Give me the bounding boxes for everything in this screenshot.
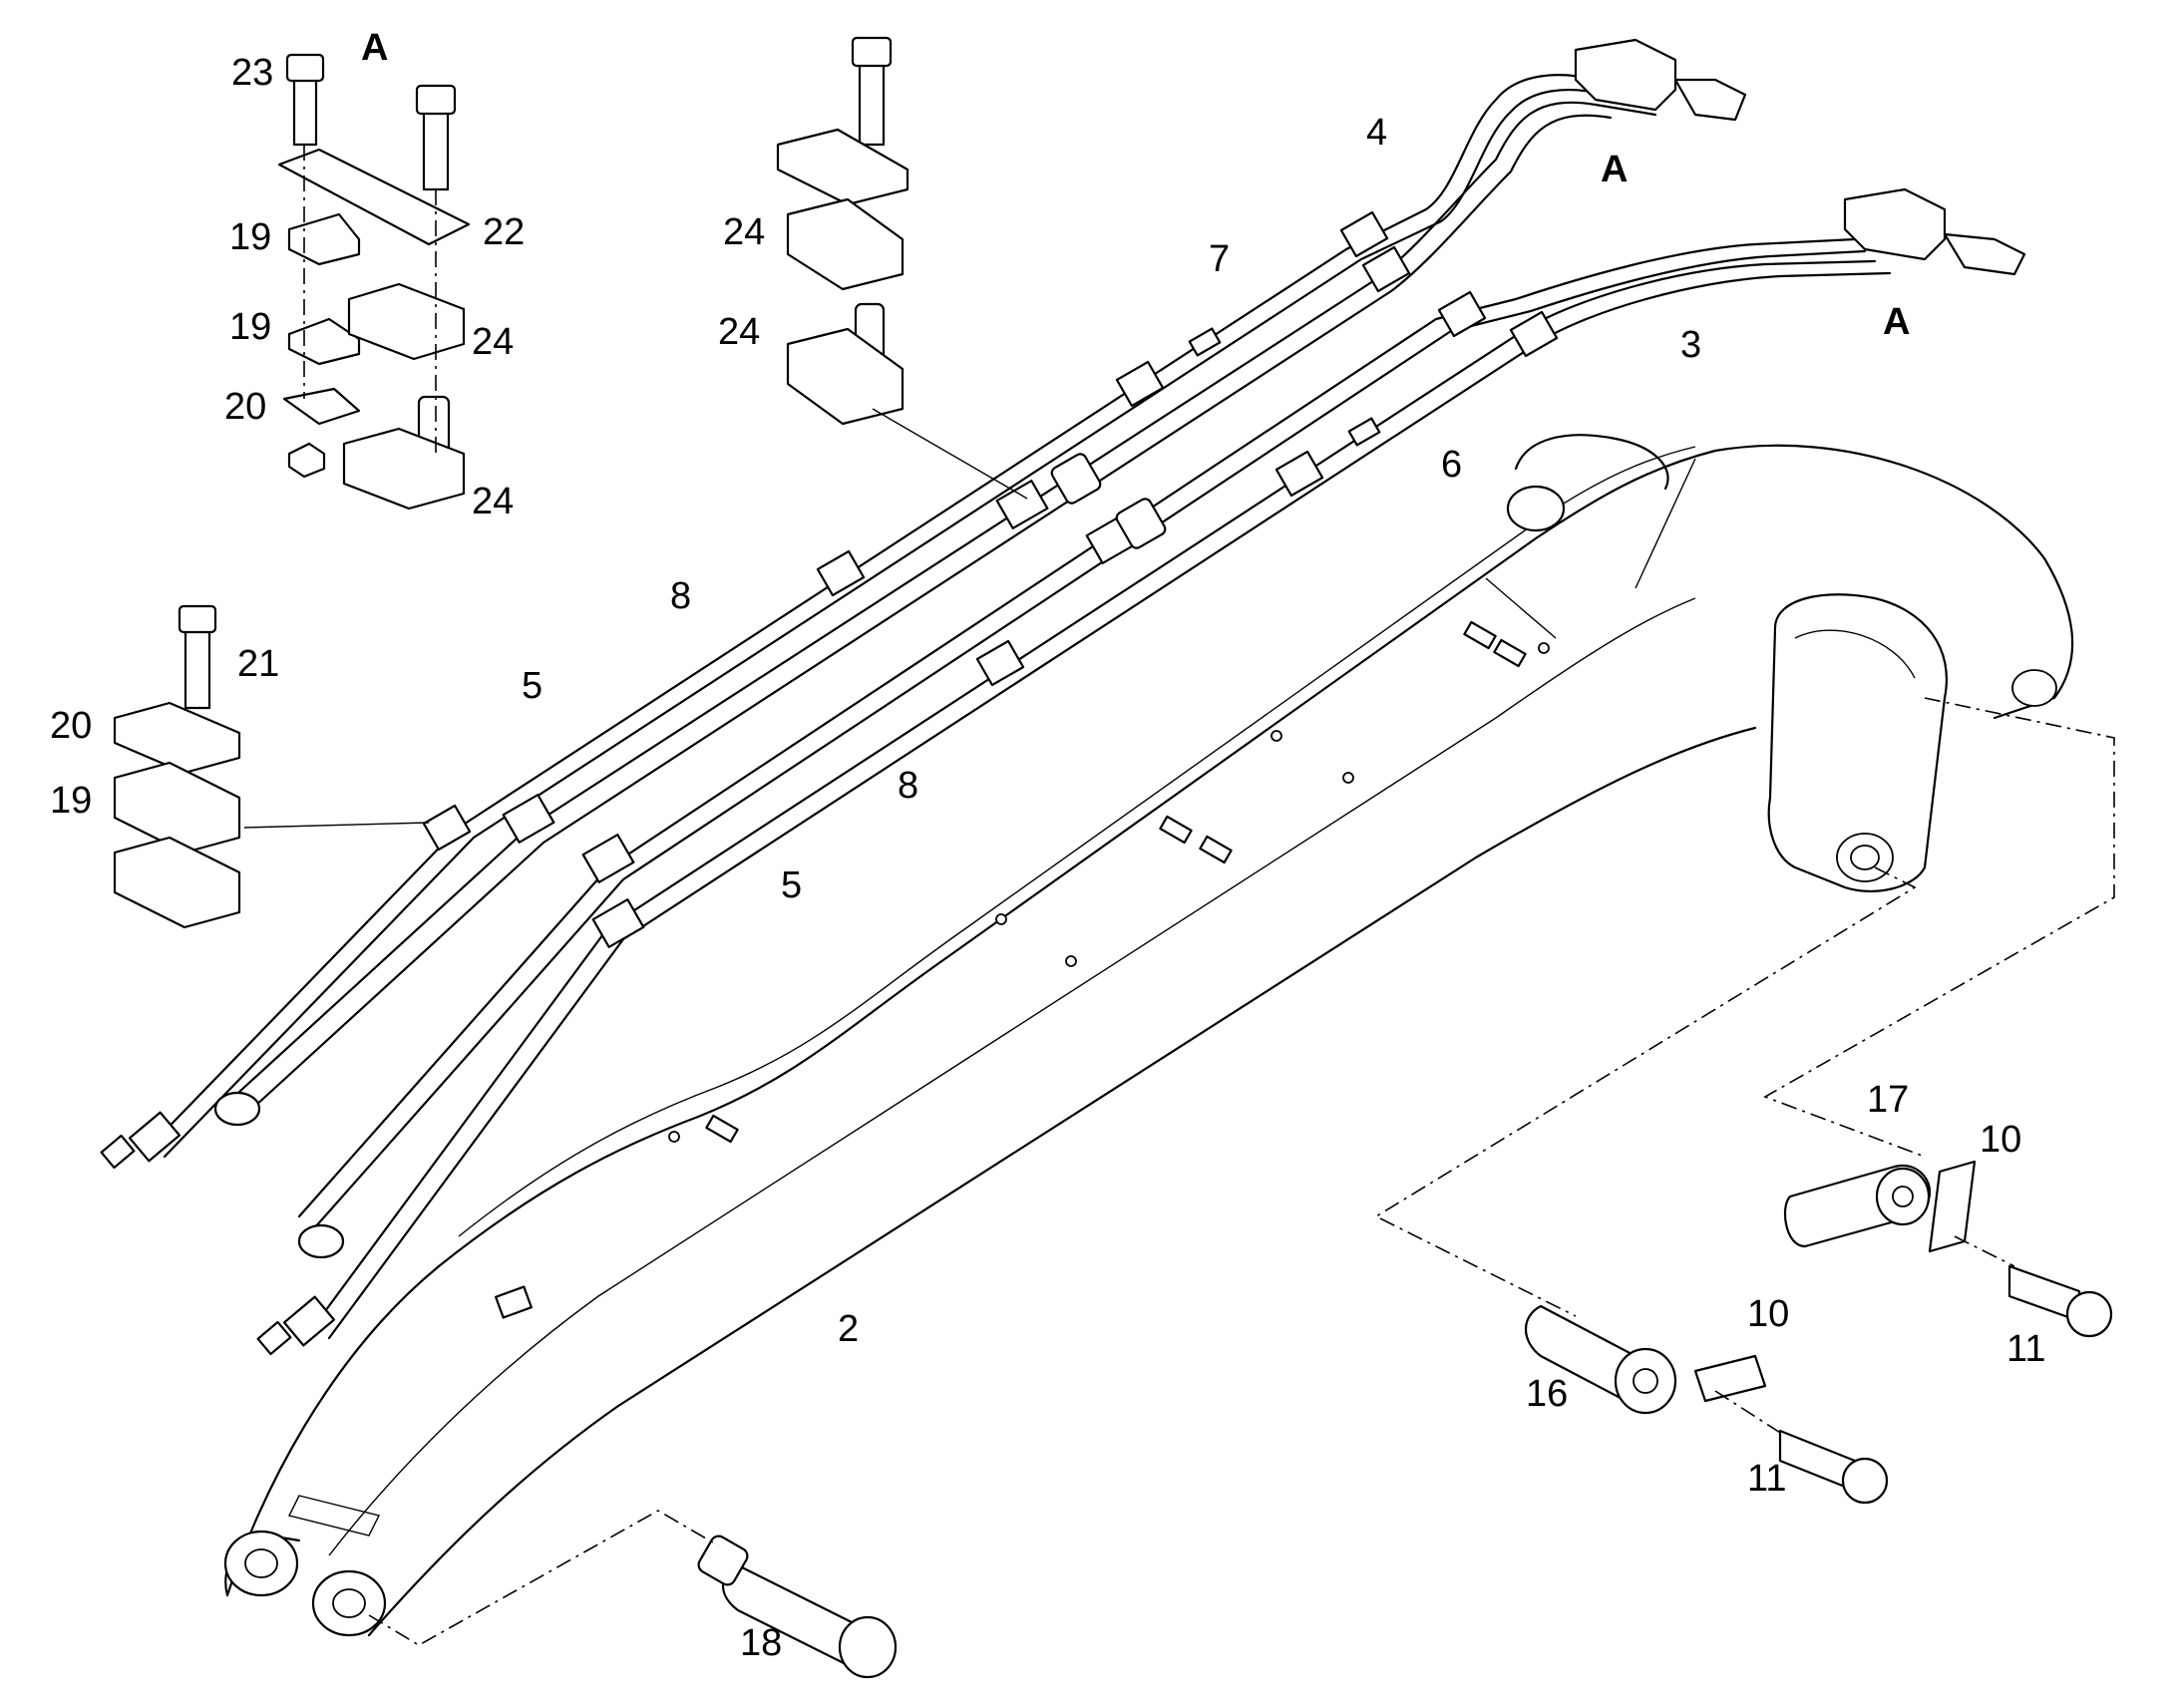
callout-8-a: 8 <box>670 575 691 617</box>
callout-7: 7 <box>1209 238 1230 280</box>
callout-16: 16 <box>1526 1373 1568 1415</box>
callout-19-c: 19 <box>50 780 92 822</box>
callout-6: 6 <box>1441 444 1462 486</box>
callout-4: 4 <box>1366 112 1387 154</box>
detail-clamp-assembly-top <box>776 36 1028 500</box>
callout-10-a: 10 <box>1980 1119 2021 1161</box>
detail-a-clamp-assembly <box>277 53 471 511</box>
callout-2: 2 <box>838 1308 859 1350</box>
line-clamps <box>422 210 1559 948</box>
callout-8-b: 8 <box>898 765 918 807</box>
callout-a-right-2: A <box>1883 301 1910 343</box>
callout-24-d: 24 <box>718 311 760 353</box>
callout-11-b: 11 <box>1747 1458 1786 1500</box>
callout-10-b: 10 <box>1747 1293 1789 1335</box>
callout-24-c: 24 <box>723 211 765 253</box>
hydraulic-lines <box>148 74 1892 1340</box>
pins-and-fasteners <box>368 697 2115 1679</box>
callout-23: 23 <box>231 52 273 94</box>
callout-19-a: 19 <box>229 216 271 258</box>
callout-11-a: 11 <box>2006 1328 2045 1370</box>
callout-19-b: 19 <box>229 306 271 348</box>
callout-21: 21 <box>237 643 279 685</box>
callout-17: 17 <box>1867 1079 1909 1121</box>
callout-a-right-1: A <box>1601 149 1628 190</box>
callout-labels: 23 A 22 19 19 24 20 24 24 24 4 A 7 3 A 6… <box>50 27 2045 1664</box>
callout-20-a: 20 <box>224 386 266 428</box>
callout-18: 18 <box>740 1622 782 1664</box>
callout-24-a: 24 <box>472 321 514 363</box>
detail-clamp-assembly-left <box>113 604 430 929</box>
callout-a-top: A <box>361 27 388 69</box>
callout-24-b: 24 <box>472 481 514 522</box>
callout-5-a: 5 <box>522 665 543 707</box>
callout-20-b: 20 <box>50 705 92 747</box>
callout-3: 3 <box>1680 324 1701 366</box>
callout-22: 22 <box>483 211 525 253</box>
boom-arm <box>223 434 2074 1637</box>
callout-5-b: 5 <box>781 864 802 906</box>
line-end-fittings <box>100 38 2026 1356</box>
